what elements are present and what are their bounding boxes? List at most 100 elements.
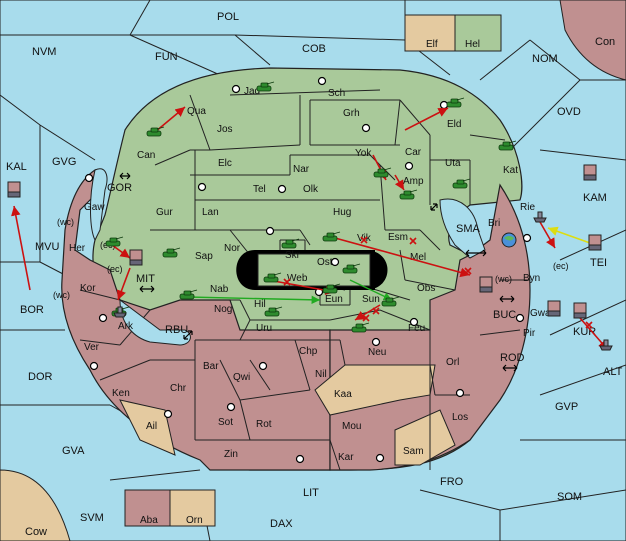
land-label-qua: Qua — [187, 106, 206, 117]
fleet-icon — [573, 302, 587, 319]
double-arrow-icon — [430, 203, 438, 211]
land-label-olk: Olk — [303, 184, 319, 195]
sea-label-kam: KAM — [583, 192, 607, 204]
supply-center-icon — [84, 173, 94, 183]
army-icon — [399, 189, 418, 200]
cross-icon — [464, 267, 472, 275]
supply-centers — [84, 76, 532, 464]
legend-label-hel: Hel — [465, 39, 480, 50]
supply-center-icon — [98, 313, 108, 323]
supply-center-icon — [226, 402, 236, 412]
sea-label-mvu: MVU — [35, 241, 60, 253]
fleet-icon — [113, 306, 127, 318]
army-icon — [342, 263, 361, 274]
land-label-zin: Zin — [224, 449, 238, 460]
land-label-skr: Skr — [285, 250, 301, 261]
land-label-kar: Kar — [338, 452, 354, 463]
supply-center-icon — [361, 123, 371, 133]
army-icon — [146, 126, 165, 137]
fleet-icon — [583, 164, 597, 181]
region-ail[interactable] — [119, 399, 176, 456]
land-label-ver: Ver — [84, 342, 100, 353]
land-label-sch: Sch — [328, 88, 345, 99]
land-label-gaw: Gaw — [84, 202, 105, 213]
double-arrow-icon — [499, 295, 515, 303]
land-label-chp: Chp — [299, 346, 318, 357]
army-icon — [322, 283, 341, 294]
region-sam[interactable] — [394, 409, 456, 466]
double-arrow-icon — [139, 285, 155, 293]
army-icon — [105, 236, 124, 247]
army-icon — [281, 238, 300, 249]
fleet-icon — [533, 211, 547, 223]
army-icon — [162, 247, 181, 258]
supply-center-icon — [277, 184, 287, 194]
coast-tag: (ec) — [107, 264, 123, 274]
land-label-feu: Feu — [408, 323, 425, 334]
sea-label-nom: NOM — [532, 53, 558, 65]
supply-center-icon — [515, 313, 525, 323]
double-arrow-icon — [465, 249, 487, 257]
land-label-ark: Ark — [118, 321, 134, 332]
supply-center-icon — [197, 182, 207, 192]
fleet-icon — [599, 339, 613, 351]
supply-center-icon — [330, 257, 340, 267]
supply-center-icon — [409, 317, 419, 327]
sea-label-fro: FRO — [440, 476, 464, 488]
support-order — [547, 226, 591, 244]
sea-label-gor: GOR — [107, 182, 132, 194]
land-label-esm: Esm — [388, 232, 408, 243]
fleet-icon — [7, 181, 21, 198]
corner-label-con: Con — [595, 36, 615, 48]
land-label-tel: Tel — [253, 184, 266, 195]
supply-center-icon — [404, 161, 414, 171]
sea-label-ovd: OVD — [557, 106, 581, 118]
sea-label-som: SOM — [557, 491, 582, 503]
land-label-web: Web — [287, 273, 308, 284]
legend-box-aba — [124, 489, 171, 527]
land-label-kat: Kat — [503, 165, 518, 176]
land-label-gwa: Gwa — [530, 308, 551, 319]
land-label-bri: Bri — [488, 218, 500, 229]
land-label-elc: Elc — [218, 158, 232, 169]
land-label-nil: Nil — [315, 369, 327, 380]
legend-box-hel — [454, 14, 502, 52]
land-label-sam: Sam — [403, 446, 424, 457]
land-label-uta: Uta — [445, 158, 461, 169]
land-label-eun: Eun — [325, 294, 343, 305]
double-arrow-icon — [183, 330, 193, 340]
fleet-icon — [129, 249, 143, 266]
sea-label-rod: ROD — [500, 352, 525, 364]
land-label-obs: Obs — [417, 283, 435, 294]
legend-box-orn — [169, 489, 216, 527]
supply-center-icon — [89, 361, 99, 371]
land-label-mou: Mou — [342, 421, 361, 432]
double-arrow-icon — [502, 364, 518, 372]
army-icon — [446, 97, 465, 108]
land-label-chr: Chr — [170, 383, 187, 394]
fleets[interactable] — [7, 164, 613, 351]
cross-icon — [283, 278, 291, 286]
coast-tag: (wc) — [57, 217, 74, 227]
lake-gor — [89, 168, 108, 242]
supply-center-icon — [439, 100, 449, 110]
cross-icon — [409, 237, 417, 245]
land-label-amp: Amp — [403, 176, 424, 187]
land-label-ail: Ail — [146, 421, 157, 432]
failed-order-marks — [283, 236, 593, 329]
land-label-jad: Jad — [244, 86, 260, 97]
land-labels: Jad Sch Qua Jos Grh Eld Can Elc Nar Yok … — [69, 86, 551, 463]
sea-label-lit: LIT — [303, 487, 319, 499]
convoy-order — [187, 279, 393, 305]
land-label-sap: Sap — [195, 251, 213, 262]
cross-icon — [362, 314, 370, 322]
land-label-nar: Nar — [293, 164, 310, 175]
sea-label-bor: BOR — [20, 304, 44, 316]
army-icon — [381, 296, 400, 307]
land-label-kaa: Kaa — [334, 389, 352, 400]
land-label-nab: Nab — [210, 284, 229, 295]
sea-label-gvp: GVP — [555, 401, 578, 413]
sea-label-dor: DOR — [28, 371, 53, 383]
coast-tag: (wc) — [495, 274, 512, 284]
